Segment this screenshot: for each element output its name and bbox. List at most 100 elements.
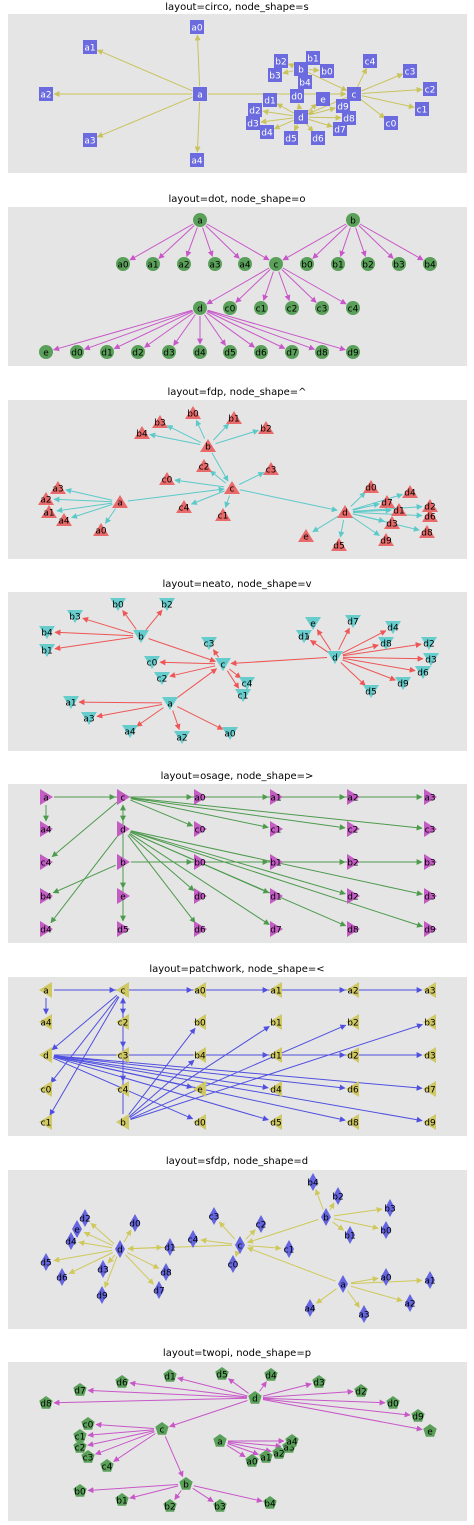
node-d4-label: d4 xyxy=(261,129,273,139)
edge-b-c xyxy=(282,223,347,261)
node-c1: c1 xyxy=(39,1114,52,1130)
edge-c-c4 xyxy=(190,490,225,505)
node-a0: a0 xyxy=(93,523,109,537)
edge-b-b1 xyxy=(339,227,351,257)
node-d1-marker xyxy=(270,888,283,904)
node-c3-label: c3 xyxy=(118,1052,129,1062)
edge-c-c3 xyxy=(218,1221,236,1240)
node-a3-label: a3 xyxy=(424,987,435,997)
edge-d-d9 xyxy=(53,1055,423,1123)
panel-title: layout=osage, node_shape=> xyxy=(160,771,314,782)
node-a4: a4 xyxy=(304,1299,316,1317)
node-a4-label: a4 xyxy=(124,728,136,738)
node-c1: c1 xyxy=(73,1429,87,1443)
node-d2: d2 xyxy=(79,1209,91,1227)
node-d-label: d xyxy=(252,1395,258,1405)
edge-d-d4 xyxy=(53,1055,269,1090)
node-c2-label: c2 xyxy=(256,1221,267,1231)
node-d6: d6 xyxy=(56,1268,68,1286)
node-d3: d3 xyxy=(424,888,437,904)
node-b2-marker xyxy=(163,1499,177,1512)
edge-a-a3 xyxy=(347,1290,360,1308)
node-b4-marker xyxy=(193,1047,206,1063)
node-d3-marker xyxy=(98,1260,108,1278)
node-c-label: c xyxy=(160,1426,165,1436)
node-d7: d7 xyxy=(270,921,283,937)
node-b2: b2 xyxy=(346,1014,359,1030)
node-d1: d1 xyxy=(164,1238,176,1256)
node-c-marker xyxy=(235,1236,245,1254)
node-c4-marker xyxy=(363,54,377,68)
node-a-marker xyxy=(39,982,52,998)
node-e: e xyxy=(316,92,330,106)
node-d8-marker xyxy=(161,1263,171,1281)
edge-b-b2 xyxy=(174,1490,182,1500)
node-a0-marker xyxy=(116,257,130,271)
edge-d-d4 xyxy=(259,1381,267,1392)
node-d7: d7 xyxy=(73,1383,87,1397)
edge-a-a0 xyxy=(105,508,116,524)
node-b4: b4 xyxy=(298,75,312,89)
node-c4: c4 xyxy=(40,854,53,870)
node-a: a xyxy=(40,789,53,805)
node-d2: d2 xyxy=(131,345,145,359)
node-a-label: a xyxy=(217,1438,223,1448)
node-d8-label: d8 xyxy=(160,1269,172,1279)
node-d7-marker xyxy=(379,495,395,508)
edge-d-e xyxy=(262,1399,423,1432)
edge-d-d5 xyxy=(53,1056,269,1122)
node-c2-label: c2 xyxy=(75,1444,86,1454)
edge-c-c2 xyxy=(278,271,291,302)
node-b-marker xyxy=(200,439,216,452)
edge-c-c1 xyxy=(130,798,269,830)
node-d-marker xyxy=(337,505,353,518)
edge-a-a2 xyxy=(172,710,181,731)
panel-title: layout=circo, node_shape=s xyxy=(165,2,309,13)
node-d7-label: d7 xyxy=(286,349,297,359)
node-c2: c2 xyxy=(196,459,212,473)
node-d1-label: d1 xyxy=(270,893,281,903)
node-e-marker xyxy=(193,1081,206,1097)
node-b: b xyxy=(117,854,130,870)
edge-c-c0 xyxy=(359,98,386,119)
edge-b-b3 xyxy=(130,1023,423,1120)
node-b3: b3 xyxy=(423,1014,436,1030)
node-c4-marker xyxy=(176,500,192,513)
node-d6: d6 xyxy=(194,921,207,937)
node-b0-label: b0 xyxy=(321,68,333,78)
edge-d-d2 xyxy=(262,1388,354,1398)
node-d7-label: d7 xyxy=(74,1387,85,1397)
node-b0-marker xyxy=(110,598,126,611)
node-d1-label: d1 xyxy=(298,633,309,643)
node-a3: a3 xyxy=(424,789,437,805)
node-b: b xyxy=(294,62,308,76)
node-d3-marker xyxy=(246,116,260,130)
node-b3: b3 xyxy=(424,854,437,870)
node-d6: d6 xyxy=(415,666,431,679)
node-a4-label: a4 xyxy=(304,1305,316,1315)
node-b2-label: b2 xyxy=(164,1503,175,1513)
node-c0-label: c0 xyxy=(41,1086,52,1096)
node-d9: d9 xyxy=(424,921,437,937)
node-b1: b1 xyxy=(270,854,283,870)
node-a3-marker xyxy=(83,133,97,147)
node-c3-marker xyxy=(263,462,279,475)
node-d0-marker xyxy=(130,1214,140,1232)
node-c1-marker xyxy=(235,689,251,702)
node-a4: a4 xyxy=(238,257,252,271)
edge-d-d7 xyxy=(129,832,270,926)
edge-c-c2 xyxy=(209,470,227,484)
node-a0-label: a0 xyxy=(224,730,236,740)
node-c: c xyxy=(224,481,240,495)
node-a3: a3 xyxy=(208,257,222,271)
node-d-label: d xyxy=(298,114,304,124)
edge-d-d8 xyxy=(308,114,342,121)
panel-title: layout=dot, node_shape=o xyxy=(168,194,306,205)
node-c3-marker xyxy=(209,1207,219,1225)
edge-b-b0 xyxy=(87,1484,179,1494)
node-a4: a4 xyxy=(56,513,72,527)
node-d3: d3 xyxy=(97,1260,109,1278)
node-b-label: b xyxy=(120,859,126,869)
edge-d-d9 xyxy=(130,831,423,928)
node-c2-marker xyxy=(73,1440,87,1453)
